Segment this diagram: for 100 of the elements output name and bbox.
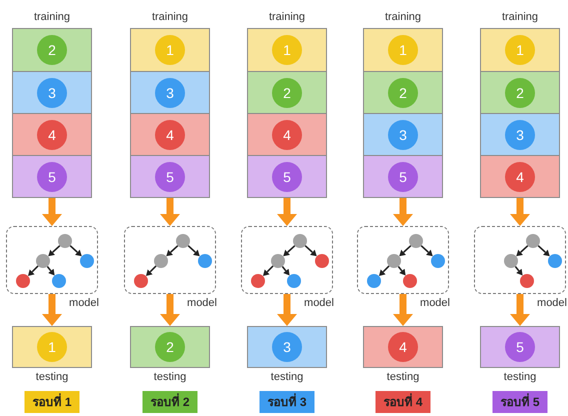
model-label: model xyxy=(69,297,99,309)
fold-number: 2 xyxy=(272,78,302,108)
fold-number: 1 xyxy=(388,35,418,65)
tree-node-circle xyxy=(315,254,329,268)
fold-number: 5 xyxy=(388,162,418,192)
fold-band xyxy=(248,155,326,197)
training-heading: training xyxy=(32,11,72,23)
arrow xyxy=(514,266,523,276)
fold-number: 2 xyxy=(388,78,418,108)
fold-band xyxy=(364,29,442,71)
model-label: model xyxy=(187,297,217,309)
fold-number: 1 xyxy=(505,35,535,65)
arrow xyxy=(277,198,297,226)
tree-node-circle xyxy=(16,274,30,288)
fold-number: 4 xyxy=(505,162,535,192)
fold-number: 5 xyxy=(37,162,67,192)
arrow xyxy=(538,245,550,256)
tree-node-circle xyxy=(80,254,94,268)
arrow xyxy=(146,265,157,276)
arrow xyxy=(393,198,413,226)
fold-number: 5 xyxy=(272,162,302,192)
round-tag: รอบที่ 1 xyxy=(24,391,80,413)
arrow xyxy=(262,265,274,276)
arrow xyxy=(160,294,180,326)
tree-node-circle xyxy=(134,274,148,288)
fold-number: 3 xyxy=(37,78,67,108)
tree-node-circle xyxy=(409,234,423,248)
fold-number: 1 xyxy=(272,35,302,65)
fold-band xyxy=(364,71,442,113)
fold-band xyxy=(481,71,559,113)
testing-heading: testing xyxy=(502,371,538,383)
arrow xyxy=(282,266,290,276)
fold-band xyxy=(481,29,559,71)
arrow xyxy=(48,245,60,256)
testing-heading: testing xyxy=(270,371,304,383)
fold-band xyxy=(13,71,91,113)
training-heading: training xyxy=(150,11,190,23)
fold-band xyxy=(131,29,209,71)
fold-band xyxy=(364,155,442,197)
fold-number: 2 xyxy=(155,332,185,362)
arrow xyxy=(283,245,296,256)
tree-node-circle xyxy=(198,254,212,268)
fold-band xyxy=(131,113,209,155)
fold-band xyxy=(481,155,559,197)
fold-number: 4 xyxy=(155,120,185,150)
arrow xyxy=(420,245,433,256)
arrow xyxy=(28,265,39,276)
arrow xyxy=(304,245,317,256)
tree-node-circle xyxy=(251,274,265,288)
fold-band xyxy=(131,155,209,197)
round-tag: รอบที่ 2 xyxy=(142,391,198,413)
testing-heading: testing xyxy=(152,371,188,383)
tree-node-circle xyxy=(548,254,562,268)
round-tag: รอบที่ 3 xyxy=(260,391,314,413)
fold-number: 2 xyxy=(505,78,535,108)
tree-node-circle xyxy=(526,234,540,248)
fold-band xyxy=(248,29,326,71)
model-label: model xyxy=(304,297,334,309)
arrow xyxy=(516,245,528,256)
tree-node-circle xyxy=(271,254,285,268)
arrow xyxy=(510,294,530,326)
testing-heading: testing xyxy=(34,371,70,383)
testing-heading: testing xyxy=(386,371,420,383)
fold-band xyxy=(248,71,326,113)
arrow xyxy=(42,198,62,226)
arrow xyxy=(399,245,412,256)
fold-band xyxy=(364,113,442,155)
arrow xyxy=(188,245,200,256)
fold-number: 4 xyxy=(37,120,67,150)
tree-node-circle xyxy=(176,234,190,248)
arrow xyxy=(46,266,55,276)
fold-number: 3 xyxy=(388,120,418,150)
fold-number: 3 xyxy=(505,120,535,150)
tree-node-circle xyxy=(287,274,301,288)
fold-band xyxy=(131,71,209,113)
tree-node-circle xyxy=(387,254,401,268)
fold-band xyxy=(248,113,326,155)
arrow xyxy=(166,245,178,256)
tree-node-circle xyxy=(154,254,168,268)
tree-node-circle xyxy=(504,254,518,268)
tree-node-circle xyxy=(520,274,534,288)
arrow xyxy=(42,294,62,326)
tree-node-circle xyxy=(58,234,72,248)
round-tag: รอบที่ 5 xyxy=(492,391,548,413)
arrow xyxy=(393,294,413,326)
fold-number: 2 xyxy=(37,35,67,65)
training-heading: training xyxy=(268,11,306,23)
arrow xyxy=(510,198,530,226)
fold-band xyxy=(481,113,559,155)
fold-band xyxy=(13,113,91,155)
fold-number: 4 xyxy=(388,332,418,362)
arrow xyxy=(378,265,390,276)
fold-number: 3 xyxy=(155,78,185,108)
tree-node-circle xyxy=(52,274,66,288)
model-label: model xyxy=(537,297,567,309)
tree-node-circle xyxy=(431,254,445,268)
arrow xyxy=(398,266,406,276)
training-heading: training xyxy=(500,11,540,23)
arrow xyxy=(277,294,297,326)
arrow xyxy=(160,198,180,226)
